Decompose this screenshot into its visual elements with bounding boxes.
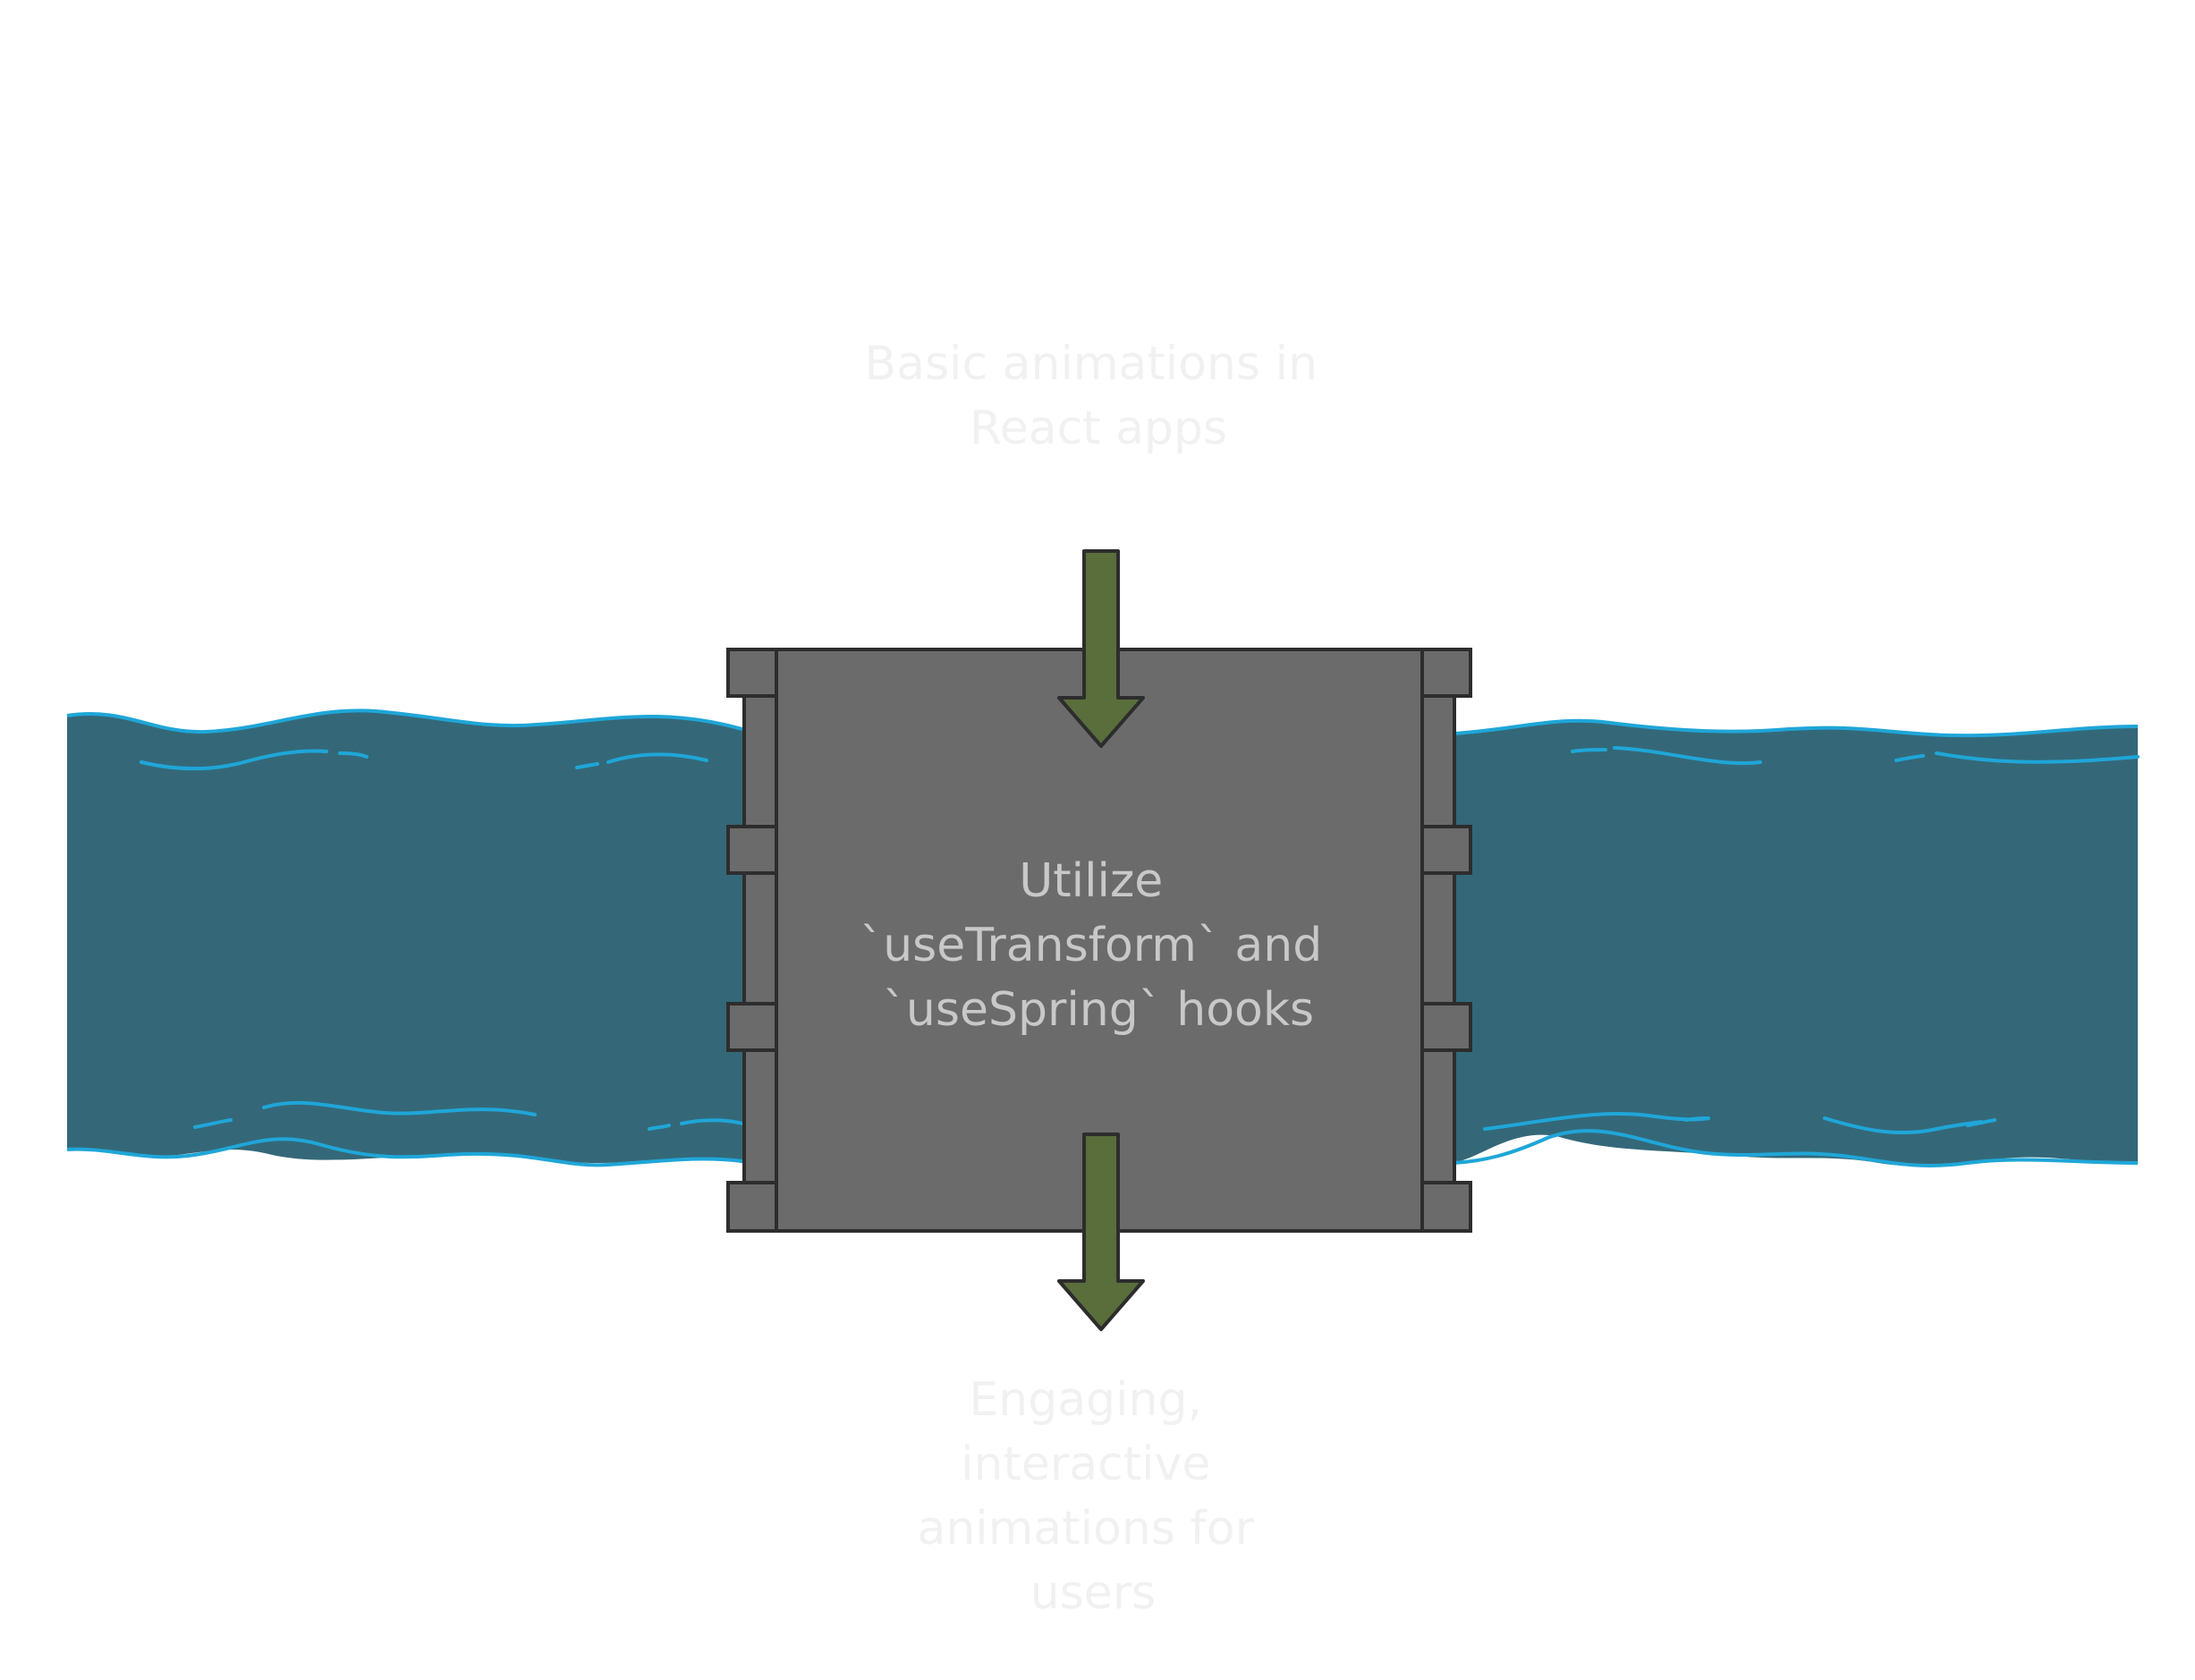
process-label-line-3: `useSpring` hooks: [883, 983, 1314, 1037]
river-right-bottom-edge: [1453, 1129, 2139, 1167]
river-left-ripple-5: [193, 1118, 233, 1129]
river-right-ripple-3: [1894, 754, 1925, 762]
river-right-water: [1453, 720, 2138, 1167]
input-label-line-1: Basic animations in: [864, 337, 1318, 391]
river-right: [1453, 718, 2140, 1167]
process-label: Utilize `useTransform` and `useSpring` h…: [860, 854, 1337, 1037]
output-label-line-4: users: [1030, 1566, 1157, 1620]
dam-left-bracket-2: [726, 825, 780, 875]
process-label-line-2: `useTransform` and: [860, 919, 1322, 972]
river-left-bottom-edge: [66, 1137, 743, 1167]
river-left-ripple-8: [680, 1118, 744, 1125]
river-right-ripple-7: [1823, 1116, 1983, 1135]
dam-left-bracket-4: [726, 1181, 780, 1233]
river-right-top-edge: [1453, 718, 2139, 738]
river-left-water: [67, 710, 742, 1163]
dam-right-bracket-1: [1419, 648, 1472, 698]
dam-left-bracket-3: [726, 1002, 780, 1052]
input-label: Basic animations in React apps: [864, 337, 1332, 455]
input-label-line-2: React apps: [970, 402, 1227, 455]
input-arrow: [1057, 549, 1145, 748]
river-right-ripple-1: [1571, 748, 1607, 753]
dam-left-bracket-1: [726, 648, 780, 698]
river-right-ripple-8: [1966, 1118, 1996, 1127]
river-left-ripple-7: [648, 1124, 671, 1131]
river-right-ripple-2: [1613, 746, 1762, 766]
output-label-line-1: Engaging,: [969, 1373, 1202, 1427]
output-label: Engaging, interactive animations for use…: [917, 1373, 1268, 1620]
dam-right-bracket-2: [1419, 825, 1472, 875]
river-right-ripple-6: [1684, 1116, 1710, 1122]
river-left-ripple-3: [575, 762, 599, 769]
river-left: [66, 708, 744, 1167]
dam-right-bracket-4: [1419, 1181, 1472, 1233]
dam-left-post: [742, 648, 778, 1233]
output-label-line-3: animations for: [917, 1502, 1254, 1556]
process-label-line-1: Utilize: [1019, 854, 1163, 908]
river-left-ripple-6: [262, 1100, 537, 1116]
river-right-ripple-4: [1935, 751, 2140, 764]
river-left-ripple-2: [338, 751, 369, 759]
dam-right-bracket-3: [1419, 1002, 1472, 1052]
output-arrow: [1057, 1133, 1145, 1331]
output-label-line-2: interactive: [961, 1438, 1210, 1491]
dam-right-post: [1420, 648, 1456, 1233]
river-left-ripple-4: [606, 752, 708, 764]
river-left-top-edge: [66, 708, 743, 734]
river-left-ripple-1: [140, 749, 328, 771]
